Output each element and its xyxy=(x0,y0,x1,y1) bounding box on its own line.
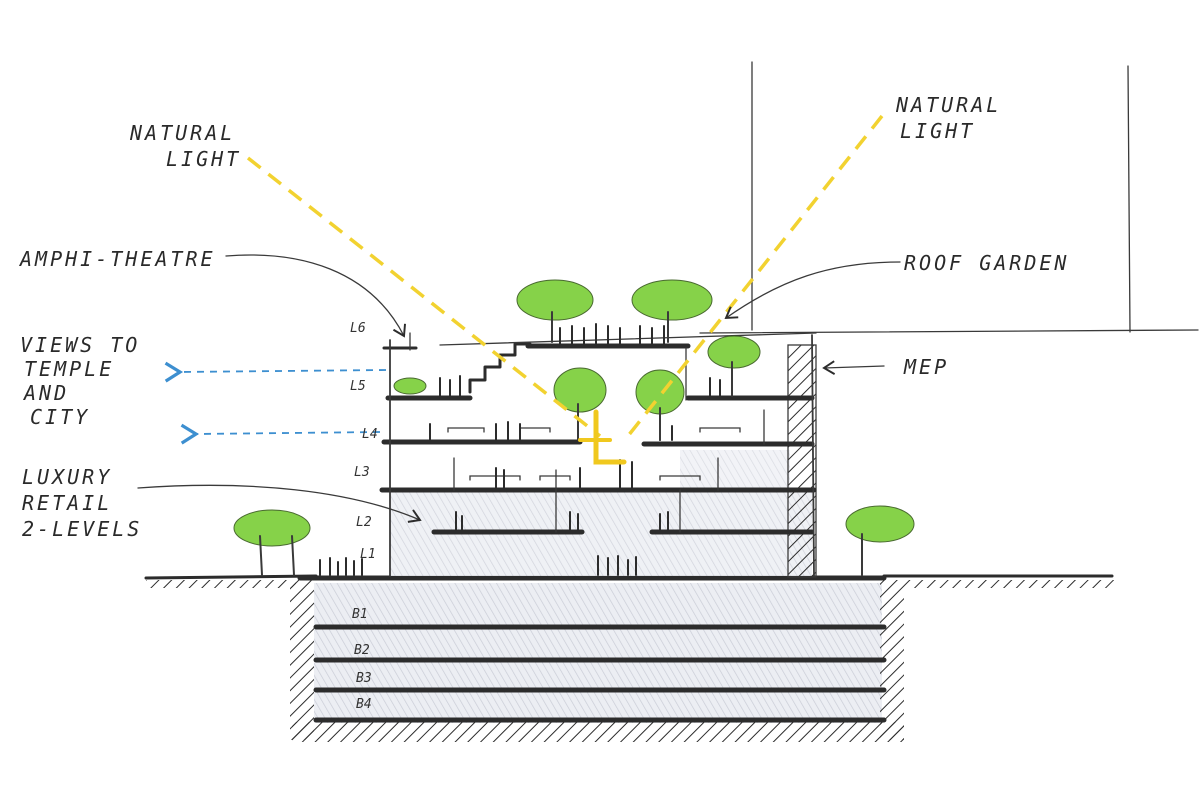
level-l5: L5 xyxy=(350,379,366,394)
label-light-left-1: NATURAL xyxy=(129,121,235,145)
adjacent-tower xyxy=(699,61,1199,334)
view-arrows xyxy=(164,361,387,445)
level-l4: L4 xyxy=(362,427,378,442)
level-l6: L6 xyxy=(350,321,366,336)
building-structure xyxy=(379,332,817,577)
tree-l5-right xyxy=(707,335,761,397)
level-l2: L2 xyxy=(356,515,372,530)
level-b2: B2 xyxy=(354,643,370,658)
tree-street-right xyxy=(845,505,915,576)
building-tone xyxy=(390,450,812,576)
label-light-left-2: LIGHT xyxy=(166,147,241,171)
level-b4: B4 xyxy=(356,697,372,712)
leader-lines xyxy=(137,254,901,523)
natural-light-rays xyxy=(246,114,884,465)
level-labels: L6 L5 L4 L3 L2 L1 B1 B2 B3 B4 xyxy=(350,321,378,712)
ground-line xyxy=(144,574,1114,588)
tree-l5-left xyxy=(393,377,427,395)
tree-atrium-right xyxy=(635,369,685,441)
tree-atrium-left xyxy=(553,367,607,441)
label-roof-garden: ROOF GARDEN xyxy=(904,251,1069,275)
label-views-2: TEMPLE xyxy=(24,357,114,381)
label-light-right-2: LIGHT xyxy=(900,119,975,143)
label-retail-1: LUXURY xyxy=(22,465,112,489)
label-mep: MEP xyxy=(903,355,949,379)
mep-shaft xyxy=(787,344,817,578)
label-views-4: CITY xyxy=(30,405,90,429)
level-b1: B1 xyxy=(352,607,368,622)
tree-street-left xyxy=(233,509,311,576)
level-l1: L1 xyxy=(360,547,376,562)
label-views-1: VIEWS TO xyxy=(20,333,140,357)
annotations: NATURAL LIGHT NATURAL LIGHT AMPHI-THEATR… xyxy=(18,93,1069,541)
label-light-right-1: NATURAL xyxy=(895,93,1001,117)
label-views-3: AND xyxy=(22,381,69,405)
level-l3: L3 xyxy=(354,465,370,480)
trees xyxy=(233,279,915,576)
label-retail-3: 2-LEVELS xyxy=(22,517,142,541)
label-amphitheatre: AMPHI-THEATRE xyxy=(18,247,216,271)
tree-roof-right xyxy=(631,279,713,343)
label-retail-2: RETAIL xyxy=(22,491,112,515)
basement xyxy=(290,580,904,742)
people-figures xyxy=(319,323,721,576)
tree-roof-left xyxy=(516,279,594,343)
level-b3: B3 xyxy=(356,671,372,686)
